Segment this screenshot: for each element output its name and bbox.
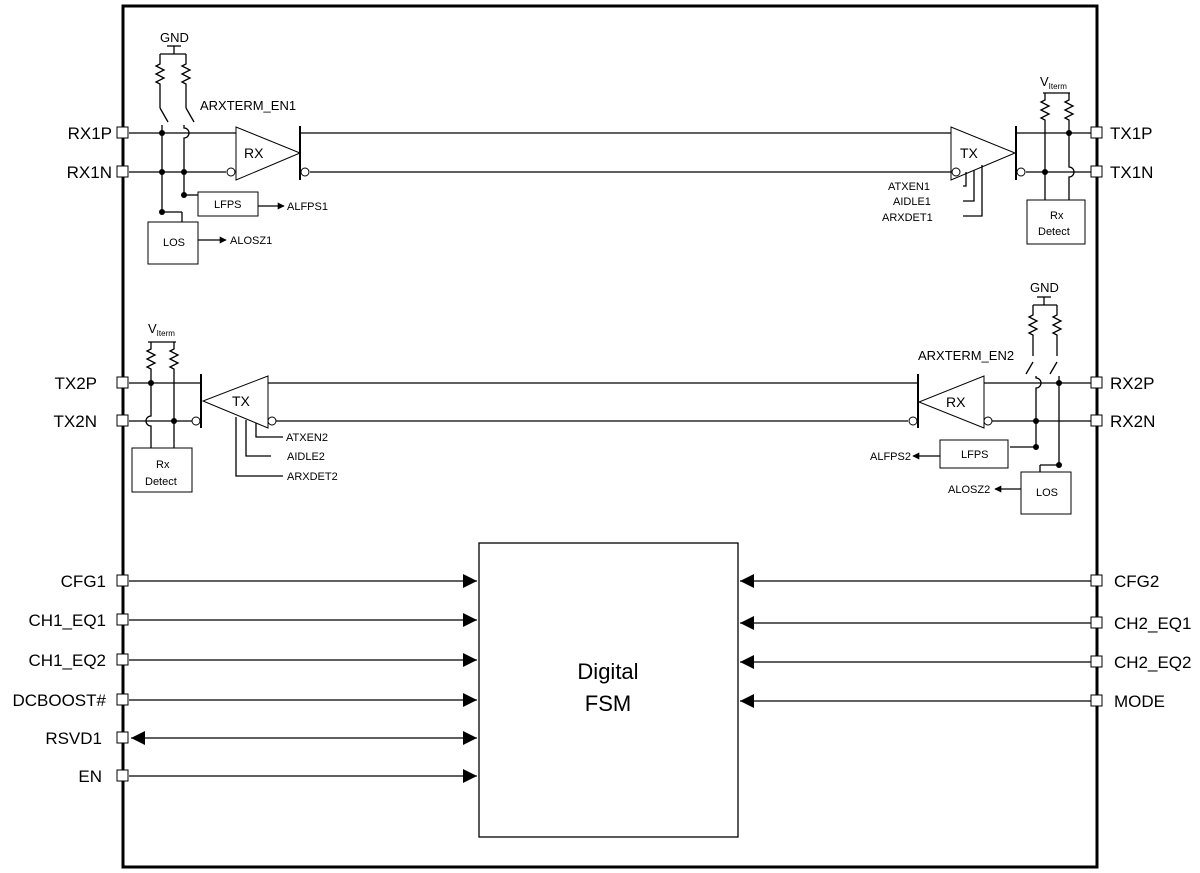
ch1-arxdet-label: ARXDET1 (882, 212, 933, 224)
resistor-icon (1051, 305, 1063, 356)
pin-tx1p (1090, 126, 1103, 139)
pin-ch2-eq2-label: CH2_EQ2 (1114, 653, 1191, 672)
resistor-icon (180, 54, 192, 92)
ch1-arxterm-label: ARXTERM_EN1 (200, 98, 296, 113)
ch2-rxdetect-block (131, 447, 193, 493)
ch1-atxen-label: ATXEN1 (888, 181, 930, 193)
ch1-tx-label: TX (960, 145, 979, 161)
ch1-los-label: LOS (163, 237, 185, 249)
switch-icon (1025, 361, 1034, 375)
resistor-icon (1027, 305, 1039, 356)
switch-icon (1049, 361, 1058, 375)
pin-cfg1 (116, 574, 129, 587)
ch2-aidle-label: AIDLE2 (287, 451, 325, 463)
pin-dcboost-label: DCBOOST# (12, 691, 106, 710)
pin-en-label: EN (78, 767, 102, 786)
pin-ch2-eq2 (1090, 655, 1103, 668)
ch1-rx-label: RX (244, 145, 264, 161)
channel-2: VIterm Rx Detect TX ATXEN2 AIDLE2 ARXDET… (129, 280, 1091, 515)
ch2-los-block (1020, 471, 1072, 515)
ch2-lfps-block (939, 439, 1009, 469)
pin-rx2p (1090, 376, 1103, 389)
chip-outline (121, 4, 1099, 869)
fsm-label-line2: FSM (585, 691, 631, 716)
ch2-rxdetect-line2: Detect (145, 476, 177, 488)
resistor-icon (1063, 93, 1075, 133)
resistor-icon (168, 342, 180, 421)
ch2-tx-label: TX (232, 393, 251, 409)
digital-fsm-block (478, 542, 739, 838)
pin-ch1-eq1 (116, 613, 129, 626)
ch2-alfps-label: ALFPS2 (870, 451, 911, 463)
pin-cfg2 (1090, 574, 1103, 587)
ch1-rxdetect-line2: Detect (1038, 226, 1070, 238)
resistor-icon (145, 342, 157, 383)
ch2-gnd-label: GND (1030, 280, 1059, 295)
pin-mode (1090, 694, 1103, 707)
ch1-gnd-label: GND (160, 30, 189, 45)
ch1-lfps-block (197, 191, 259, 217)
ch2-lfps-label: LFPS (961, 449, 989, 461)
ch1-rx-amplifier (235, 126, 302, 181)
pin-ch2-eq1 (1090, 616, 1103, 629)
right-pins: TX1P TX1N RX2P RX2N CFG2 CH2_EQ1 CH2_EQ2… (1090, 124, 1191, 711)
ch2-tx-amplifier (201, 375, 269, 429)
ch1-lfps-label: LFPS (214, 199, 242, 211)
resistor-icon (154, 54, 166, 92)
pin-cfg2-label: CFG2 (1114, 572, 1159, 591)
pin-cfg1-label: CFG1 (61, 572, 106, 591)
ch1-tx-amplifier (950, 126, 1017, 181)
ch1-los-block (147, 221, 199, 265)
ch2-alosz-label: ALOSZ2 (948, 484, 990, 496)
right-control-signals (740, 574, 1091, 708)
pin-tx2p (116, 376, 129, 389)
pin-rx1p-label: RX1P (68, 124, 112, 143)
fsm-label-line1: Digital (577, 659, 638, 684)
pin-en (116, 769, 129, 782)
switch-icon (159, 107, 169, 123)
ch1-alosz-label: ALOSZ1 (230, 235, 272, 247)
channel-1: GND ARXTERM_EN1 RX LFPS ALFPS1 LOS (129, 30, 1091, 265)
ch2-rx-amplifier (917, 375, 985, 429)
pin-rsvd1 (116, 731, 129, 744)
switch-icon (185, 107, 195, 123)
ch1-rxdetect-block (1026, 199, 1086, 245)
pin-rx2n-label: RX2N (1110, 412, 1155, 431)
ch2-vterm-label: VIterm (148, 321, 175, 338)
pin-dcboost (116, 693, 129, 706)
pin-tx2n-label: TX2N (54, 412, 97, 431)
pin-rx2n (1090, 414, 1103, 427)
pin-ch1-eq2 (116, 653, 129, 666)
ch1-rxdetect-line1: Rx (1050, 210, 1064, 222)
pin-rx1n-label: RX1N (67, 163, 112, 182)
ch1-alfps-label: ALFPS1 (287, 201, 328, 213)
ch2-arxterm-label: ARXTERM_EN2 (918, 348, 1014, 363)
pin-ch1-eq2-label: CH1_EQ2 (29, 651, 106, 670)
pin-tx1p-label: TX1P (1110, 124, 1153, 143)
pin-rsvd1-label: RSVD1 (45, 729, 102, 748)
pin-tx2n (116, 414, 129, 427)
pin-ch1-eq1-label: CH1_EQ1 (29, 611, 106, 630)
ch2-arxdet-label: ARXDET2 (287, 471, 338, 483)
left-control-signals (129, 574, 477, 783)
ch2-rx-label: RX (946, 394, 966, 410)
ch1-aidle-label: AIDLE1 (893, 196, 931, 208)
pin-rx2p-label: RX2P (1110, 374, 1154, 393)
ch2-rxdetect-line1: Rx (156, 459, 170, 471)
ch2-los-label: LOS (1036, 487, 1058, 499)
pin-mode-label: MODE (1114, 692, 1165, 711)
pin-tx2p-label: TX2P (54, 374, 97, 393)
left-pins: RX1P RX1N TX2P TX2N CFG1 CH1_EQ1 CH1_EQ2… (12, 124, 129, 786)
pin-rx1p (116, 126, 129, 139)
pin-tx1n (1090, 165, 1103, 178)
pin-ch2-eq1-label: CH2_EQ1 (1114, 614, 1191, 633)
ch2-atxen-label: ATXEN2 (286, 432, 328, 444)
pin-tx1n-label: TX1N (1110, 163, 1153, 182)
resistor-icon (1039, 93, 1051, 172)
ch1-vterm-label: VIterm (1040, 74, 1067, 91)
pin-rx1n (116, 165, 129, 178)
